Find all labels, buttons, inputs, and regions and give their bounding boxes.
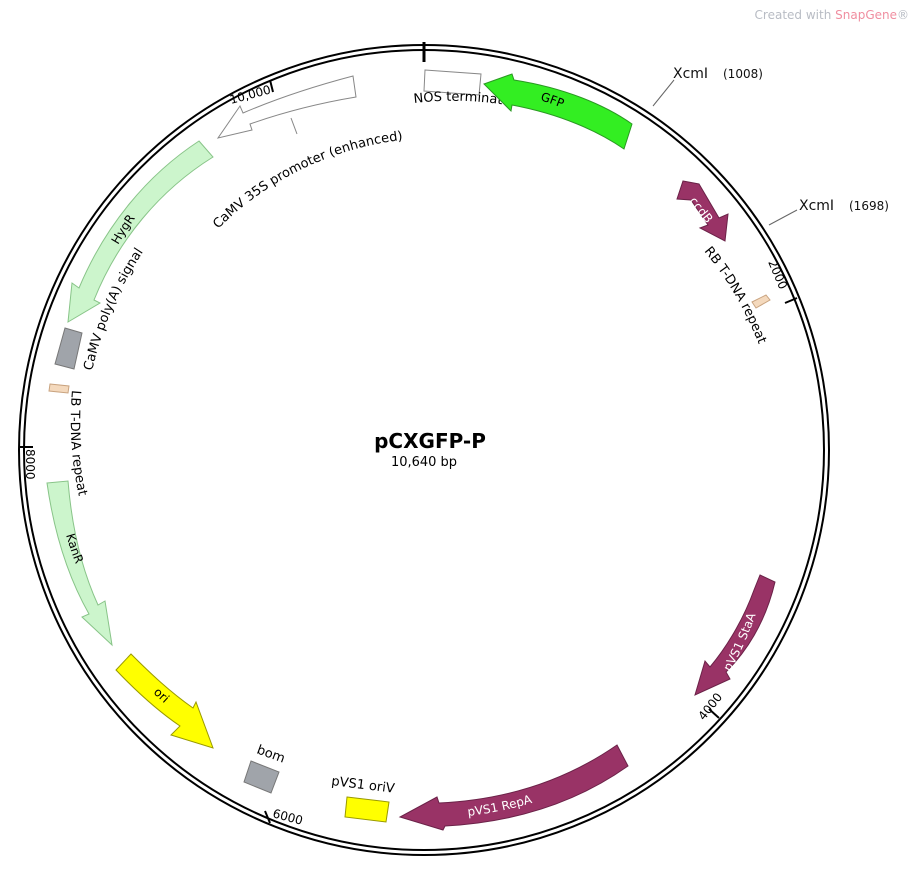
label-pvs1-staa: pVS1 StaA: [720, 610, 758, 673]
site-xcmi-1698: XcmI (1698): [768, 198, 889, 226]
watermark-prefix: Created with: [754, 8, 836, 22]
site-name-xcmi-1008: XcmI: [673, 66, 708, 82]
site-name-xcmi-1698: XcmI: [799, 198, 834, 214]
feature-hygr: [67, 140, 214, 323]
feature-ori: [115, 653, 214, 749]
feature-ccdb: [676, 180, 729, 242]
feature-bom: [243, 760, 280, 794]
site-xcmi-1008: XcmI (1008): [652, 66, 763, 107]
camv-35s-leader: [290, 117, 298, 135]
feature-pvs1-repa: [398, 744, 629, 831]
tick-label-8000: 8000: [23, 449, 37, 480]
label-rb-tdna: RB T-DNA repeat: [701, 244, 769, 346]
feature-camv-35s: [216, 75, 357, 139]
label-bom: bom: [255, 743, 287, 767]
site-position-1008: (1008): [723, 67, 763, 81]
feature-nos-terminator: [423, 69, 482, 96]
snapgene-watermark: Created with SnapGene®: [755, 8, 909, 22]
tick-label-2000: 2000: [765, 258, 790, 292]
feature-pvs1-staa: [694, 574, 776, 696]
tick-8000: 8000: [20, 446, 37, 480]
label-lb-tdna: LB T-DNA repeat: [67, 390, 90, 498]
feature-pvs1-oriv: [344, 796, 390, 823]
feature-camv-polya: [54, 327, 83, 370]
feature-lb-tdna: [48, 383, 70, 394]
watermark-brand: SnapGene: [835, 8, 897, 22]
label-pvs1-oriv: pVS1 oriV: [331, 774, 396, 797]
feature-gfp: [483, 73, 633, 150]
plasmid-size: 10,640 bp: [391, 455, 457, 470]
feature-kanr: [46, 480, 113, 647]
feature-rb-tdna: [751, 294, 771, 309]
tick-label-10000: 10,000: [228, 83, 272, 107]
label-camv-35s: CaMV 35S promoter (enhanced): [210, 129, 403, 232]
site-position-1698: (1698): [849, 199, 889, 213]
plasmid-name: pCXGFP-P: [374, 429, 486, 453]
watermark-suffix: ®: [897, 8, 909, 22]
tick-label-6000: 6000: [271, 806, 304, 827]
